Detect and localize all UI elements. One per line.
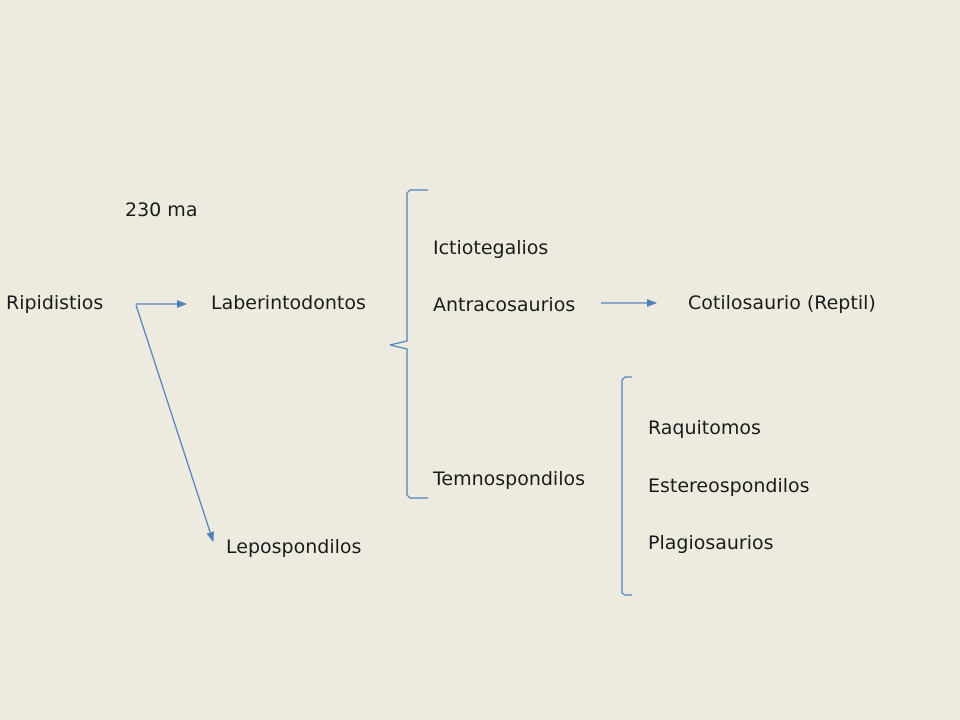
node-raquitomos: Raquitomos bbox=[648, 417, 761, 439]
node-antracosaurios: Antracosaurios bbox=[433, 294, 576, 316]
node-ictiotegalios: Ictiotegalios bbox=[433, 237, 549, 259]
node-lepospondilos: Lepospondilos bbox=[226, 536, 362, 558]
node-plagiosaurios: Plagiosaurios bbox=[648, 532, 774, 554]
brace-temnospondilos bbox=[621, 376, 632, 596]
node-estereospondilos: Estereospondilos bbox=[648, 475, 810, 497]
node-laberintodontos: Laberintodontos bbox=[211, 292, 366, 314]
arrow-ripidistios-to-lepospondilos bbox=[135, 304, 215, 542]
brace-laberintodontos bbox=[389, 189, 428, 499]
time-label: 230 ma bbox=[125, 199, 198, 221]
node-cotilosaurio: Cotilosaurio (Reptil) bbox=[688, 292, 876, 314]
node-temnospondilos: Temnospondilos bbox=[433, 468, 586, 490]
node-ripidistios: Ripidistios bbox=[6, 292, 104, 314]
